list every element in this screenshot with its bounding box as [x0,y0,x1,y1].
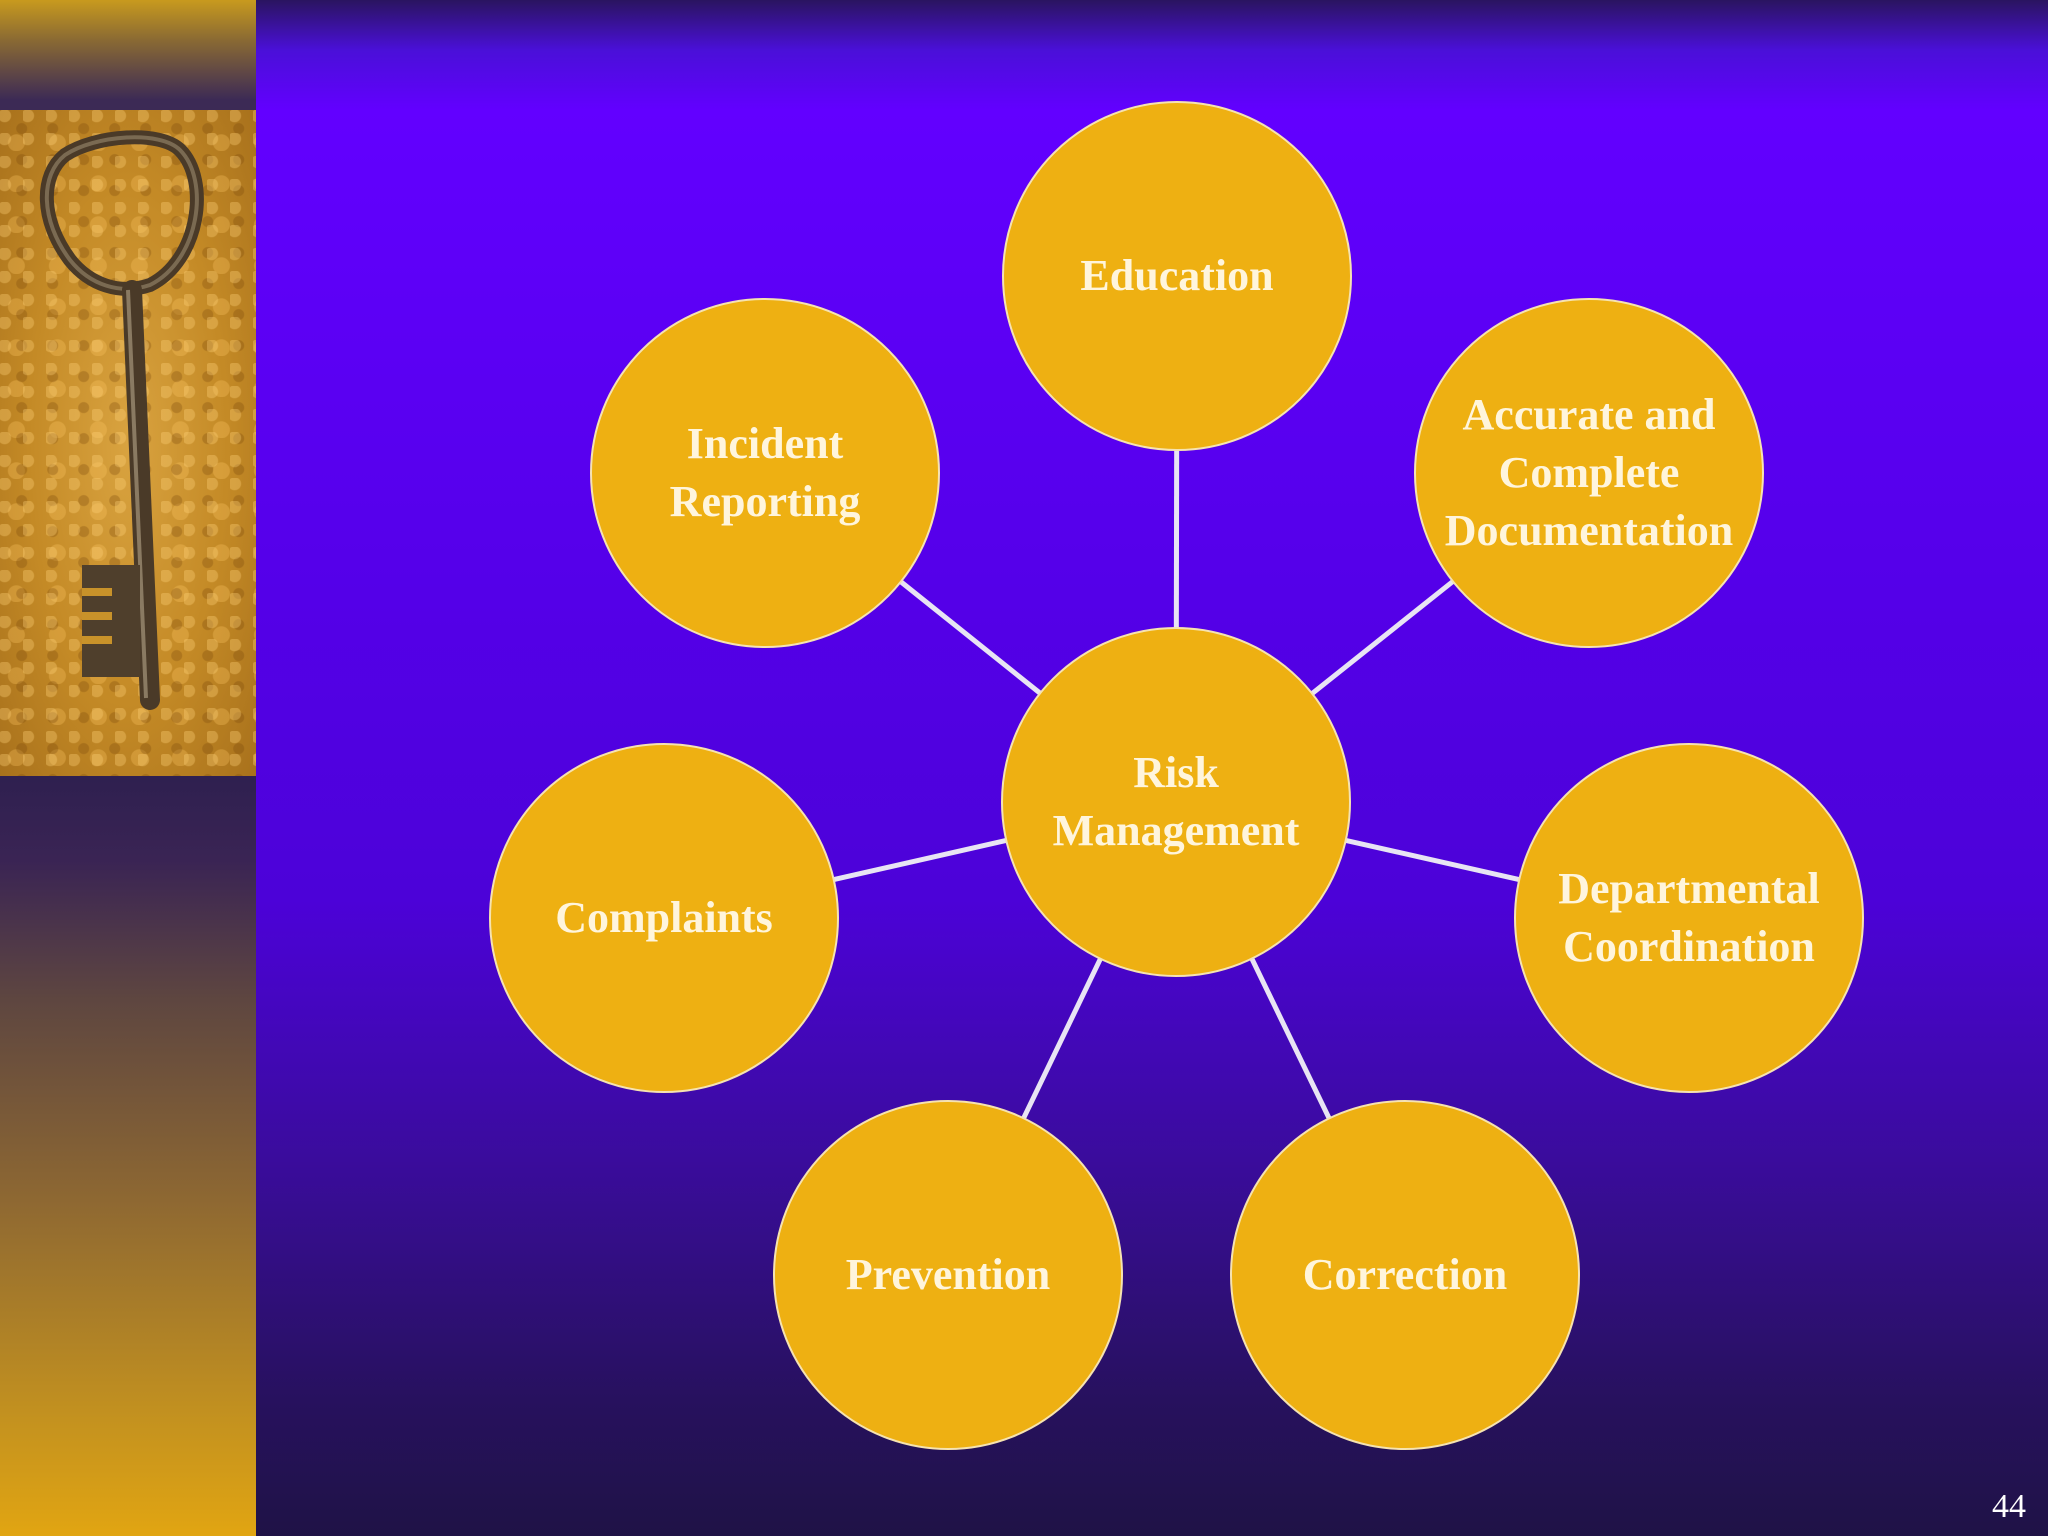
key-photo [0,110,256,776]
education-label: Education [1080,251,1274,300]
prevention-node: Prevention [773,1100,1123,1450]
departmental-coordination-label: Departmental Coordination [1558,864,1820,971]
accurate-documentation-node: Accurate and Complete Documentation [1414,298,1764,648]
connector-prevention [1020,956,1104,1121]
connector-accurate-documentation [1309,578,1456,697]
connector-incident-reporting [898,579,1043,696]
incident-reporting-node: Incident Reporting [590,298,940,648]
risk-management-node: Risk Management [1001,627,1351,977]
key-icon [39,130,204,710]
connector-correction [1249,956,1332,1121]
side-bar [0,0,256,1536]
correction-label: Correction [1302,1250,1508,1299]
prevention-label: Prevention [845,1250,1051,1299]
incident-reporting-label: Incident Reporting [669,419,861,526]
connector-departmental-coordination [1344,837,1521,883]
complaints-node: Complaints [489,743,839,1093]
connector-complaints [832,837,1008,883]
complaints-label: Complaints [555,893,773,942]
departmental-coordination-node: Departmental Coordination [1514,743,1864,1093]
correction-node: Correction [1230,1100,1580,1450]
accurate-documentation-label: Accurate and Complete Documentation [1444,390,1734,555]
risk-management-label: Risk Management [1052,748,1300,855]
page-number: 44 [1992,1488,2026,1525]
education-node: Education [1002,101,1352,451]
